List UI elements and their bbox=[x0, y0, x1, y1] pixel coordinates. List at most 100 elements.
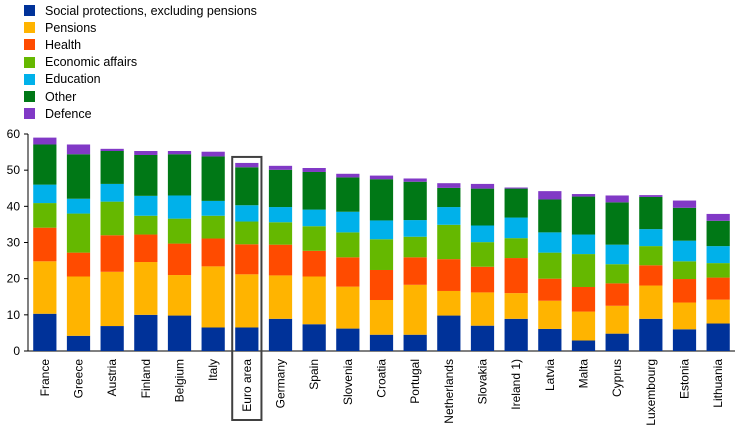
x-tick-label: Malta bbox=[577, 359, 591, 389]
bar-malta-other bbox=[571, 196, 596, 235]
bar-germany-education bbox=[268, 207, 293, 223]
bar-ireland-1-social-protections-excluding-pensions bbox=[504, 318, 528, 351]
bar-cyprus-health bbox=[605, 283, 629, 306]
bar-belgium-health bbox=[167, 243, 192, 276]
bar-estonia-health bbox=[672, 279, 697, 303]
bar-malta-defence bbox=[571, 194, 596, 197]
bar-ireland-1-health bbox=[504, 258, 528, 294]
bar-estonia-economic-affairs bbox=[672, 261, 697, 280]
x-tick-label: Latvia bbox=[543, 359, 557, 391]
bar-spain-education bbox=[302, 209, 326, 227]
bar-malta-economic-affairs bbox=[571, 254, 596, 287]
bar-portugal-social-protections-excluding-pensions bbox=[403, 334, 427, 351]
bar-spain-other bbox=[302, 171, 326, 210]
legend-swatch bbox=[24, 5, 35, 17]
bar-slovenia-education bbox=[336, 211, 360, 233]
legend-label: Defence bbox=[45, 106, 92, 121]
bar-euro-area-education bbox=[235, 205, 259, 222]
bar-belgium-defence bbox=[167, 150, 192, 155]
bar-germany-economic-affairs bbox=[268, 222, 293, 245]
y-tick-label: 60 bbox=[7, 127, 21, 141]
bar-spain-health bbox=[302, 250, 326, 277]
bar-austria-health bbox=[100, 235, 124, 272]
bar-slovakia-defence bbox=[470, 183, 495, 189]
bar-greece-defence bbox=[66, 144, 91, 155]
legend-swatch bbox=[24, 73, 35, 85]
bar-germany-other bbox=[268, 169, 293, 208]
bar-lithuania-other bbox=[706, 220, 730, 247]
bar-malta-education bbox=[571, 234, 596, 255]
bar-luxembourg-social-protections-excluding-pensions bbox=[639, 318, 663, 351]
bar-slovakia-pensions bbox=[470, 292, 495, 326]
bar-ireland-1-pensions bbox=[504, 293, 528, 319]
bar-cyprus-defence bbox=[605, 195, 629, 203]
bar-estonia-other bbox=[672, 207, 697, 241]
legend-item-other: Other bbox=[24, 88, 257, 105]
bar-cyprus-pensions bbox=[605, 305, 629, 334]
x-tick-label: Slovenia bbox=[341, 359, 355, 405]
bar-malta-pensions bbox=[571, 311, 596, 341]
bar-italy-defence bbox=[201, 151, 225, 157]
bar-ireland-1-other bbox=[504, 188, 528, 218]
bar-latvia-defence bbox=[538, 191, 562, 200]
bar-slovenia-pensions bbox=[336, 286, 360, 329]
bar-latvia-other bbox=[538, 199, 562, 233]
bar-italy-pensions bbox=[201, 266, 225, 328]
bar-slovakia-economic-affairs bbox=[470, 242, 495, 267]
bar-euro-area-social-protections-excluding-pensions bbox=[235, 327, 259, 351]
highlight-box bbox=[231, 155, 263, 422]
bar-finland-education bbox=[134, 195, 158, 216]
y-tick-label: 10 bbox=[7, 308, 21, 322]
y-tick-label: 40 bbox=[7, 199, 21, 213]
x-tick-label: Cyprus bbox=[610, 359, 624, 397]
legend-label: Economic affairs bbox=[45, 55, 138, 70]
bar-spain-pensions bbox=[302, 276, 326, 325]
bar-lithuania-defence bbox=[706, 213, 730, 221]
legend-item-social-protections-excluding-pensions: Social protections, excluding pensions bbox=[24, 2, 257, 19]
bar-greece-education bbox=[66, 198, 91, 214]
bar-euro-area-economic-affairs bbox=[235, 221, 259, 245]
y-tick-label: 20 bbox=[7, 272, 21, 286]
x-tick-label: Netherlands bbox=[442, 359, 456, 424]
bar-netherlands-defence bbox=[437, 183, 461, 188]
bar-luxembourg-health bbox=[639, 265, 663, 286]
x-tick-label: Euro area bbox=[240, 359, 254, 412]
x-tick-label: Greece bbox=[72, 359, 86, 399]
bar-italy-social-protections-excluding-pensions bbox=[201, 327, 225, 351]
bar-slovenia-economic-affairs bbox=[336, 232, 360, 258]
legend-label: Social protections, excluding pensions bbox=[45, 3, 257, 18]
x-tick-label: Spain bbox=[307, 359, 321, 390]
bar-slovenia-other bbox=[336, 177, 360, 212]
bar-lithuania-health bbox=[706, 277, 730, 300]
bar-france-education bbox=[33, 184, 57, 204]
bar-slovakia-health bbox=[470, 266, 495, 293]
bar-cyprus-social-protections-excluding-pensions bbox=[605, 333, 629, 351]
bar-greece-social-protections-excluding-pensions bbox=[66, 335, 91, 351]
bar-luxembourg-other bbox=[639, 196, 663, 230]
bar-belgium-other bbox=[167, 154, 192, 196]
bar-portugal-other bbox=[403, 181, 427, 221]
bar-france-economic-affairs bbox=[33, 203, 57, 228]
bar-ireland-1-economic-affairs bbox=[504, 238, 528, 259]
bar-cyprus-other bbox=[605, 202, 629, 245]
bar-italy-health bbox=[201, 238, 225, 267]
bar-croatia-pensions bbox=[369, 300, 394, 335]
bar-slovakia-social-protections-excluding-pensions bbox=[470, 325, 495, 351]
legend-label: Pensions bbox=[45, 20, 97, 35]
bar-slovenia-health bbox=[336, 257, 360, 287]
legend-label: Health bbox=[45, 37, 82, 52]
legend-item-health: Health bbox=[24, 36, 257, 53]
bar-netherlands-pensions bbox=[437, 290, 461, 316]
bar-lithuania-economic-affairs bbox=[706, 263, 730, 278]
bar-france-defence bbox=[33, 137, 57, 145]
legend-swatch bbox=[24, 91, 35, 103]
x-tick-label: Ireland 1) bbox=[509, 359, 523, 410]
bar-portugal-economic-affairs bbox=[403, 236, 427, 258]
bar-euro-area-other bbox=[235, 167, 259, 206]
bar-slovakia-other bbox=[470, 188, 495, 226]
bar-italy-economic-affairs bbox=[201, 215, 225, 239]
bar-germany-health bbox=[268, 244, 293, 276]
legend-item-pensions: Pensions bbox=[24, 19, 257, 36]
bar-croatia-health bbox=[369, 269, 394, 301]
bar-austria-pensions bbox=[100, 271, 124, 327]
